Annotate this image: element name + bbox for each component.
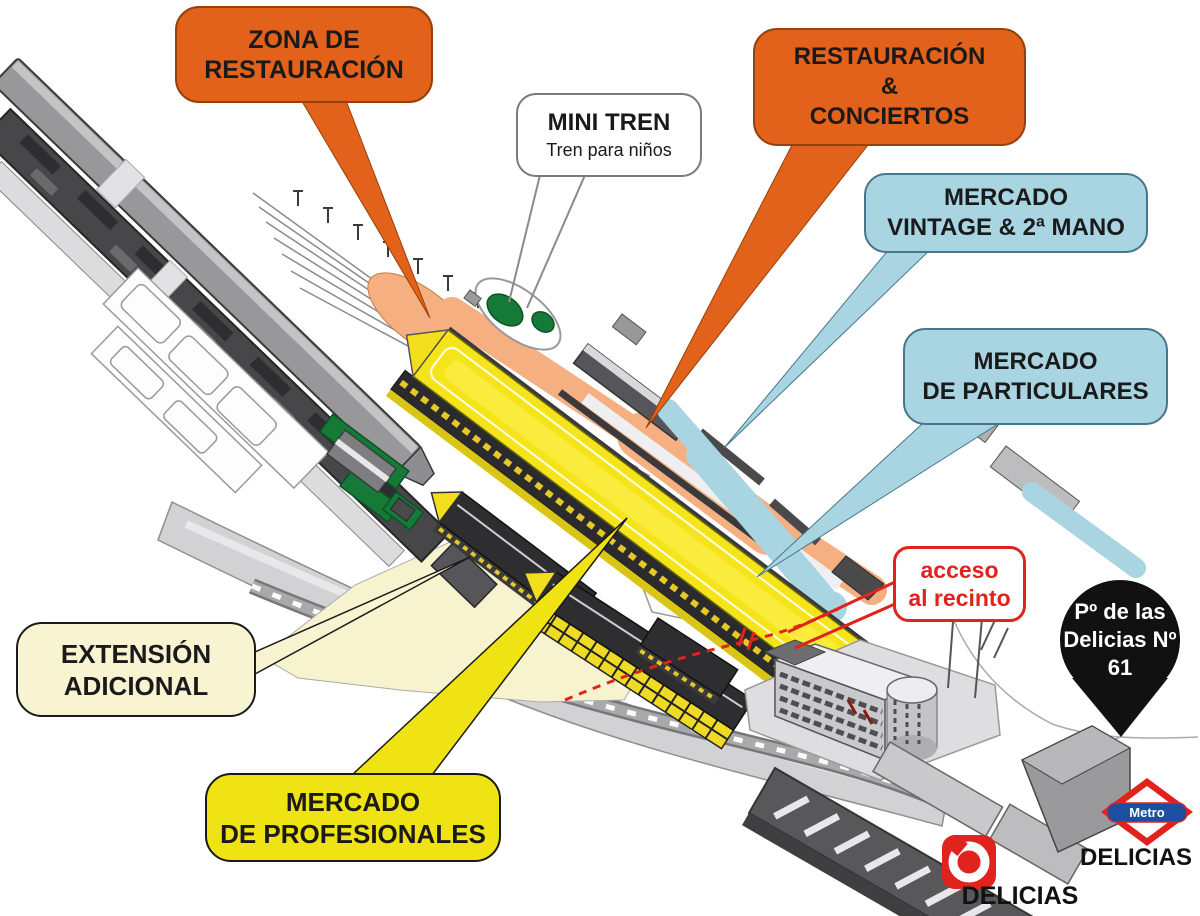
map-pin-label: Pº de las Delicias Nº 61	[1056, 598, 1184, 682]
pavilion-c	[635, 616, 739, 705]
callout-acceso-recinto: acceso al recinto	[893, 546, 1026, 622]
callout-line: EXTENSIÓN	[60, 638, 212, 669]
access-path	[564, 580, 896, 702]
callout-line: al recinto	[908, 585, 1011, 611]
callout-line: MERCADO	[944, 184, 1068, 211]
callout-line: MERCADO	[285, 786, 421, 817]
callout-line: &	[880, 73, 899, 100]
green-areas	[318, 412, 425, 532]
metro-logo: Metro	[1101, 778, 1193, 846]
map-pin-icon	[1060, 580, 1180, 737]
callout-line: MERCADO	[973, 347, 1098, 375]
main-market-hall	[385, 326, 906, 742]
callout-restauracion-conciertos: RESTAURACIÓN & CONCIERTOS	[753, 28, 1026, 146]
pin-line: Nº 61	[1107, 627, 1177, 680]
mini-train-loop	[463, 277, 562, 351]
callout-mercado-vintage: MERCADO VINTAGE & 2ª MANO	[864, 173, 1148, 253]
callout-tails	[254, 97, 1000, 776]
callout-mini-tren: MINI TREN Tren para niños	[516, 93, 702, 177]
callout-line: ADICIONAL	[63, 670, 209, 701]
callout-mercado-profesionales: MERCADO DE PROFESIONALES	[205, 773, 501, 862]
callout-extension-adicional: EXTENSIÓN ADICIONAL	[16, 622, 256, 717]
callout-line: VINTAGE & 2ª MANO	[887, 214, 1125, 241]
callout-mercado-particulares: MERCADO DE PARTICULARES	[903, 328, 1168, 425]
garden-beds-outline	[90, 266, 330, 494]
metro-station-label: DELICIAS	[1079, 844, 1192, 871]
callout-line: ZONA DE	[248, 25, 360, 54]
callout-line: RESTAURACIÓN	[204, 55, 404, 84]
callout-line: RESTAURACIÓN	[793, 43, 986, 70]
pin-line: Delicias	[1063, 627, 1147, 652]
sawtooth-warehouse	[742, 766, 1063, 916]
metro-logo-text: Metro	[1129, 805, 1164, 820]
gray-buildings-east	[871, 725, 1132, 885]
office-building	[744, 594, 1009, 781]
callout-zona-restauracion: ZONA DE RESTAURACIÓN	[175, 6, 433, 103]
callout-line: DE PROFESIONALES	[220, 818, 486, 849]
callout-line: CONCIERTOS	[809, 103, 970, 130]
pin-line: Pº de las	[1074, 599, 1166, 624]
callout-title: MINI TREN	[547, 109, 671, 136]
callout-subtitle: Tren para niños	[546, 140, 672, 160]
cercanias-station-label: DELICIAS	[961, 882, 1079, 910]
callout-line: DE PARTICULARES	[922, 377, 1149, 405]
callout-line: acceso	[920, 557, 999, 583]
cercanias-logo	[942, 835, 996, 889]
